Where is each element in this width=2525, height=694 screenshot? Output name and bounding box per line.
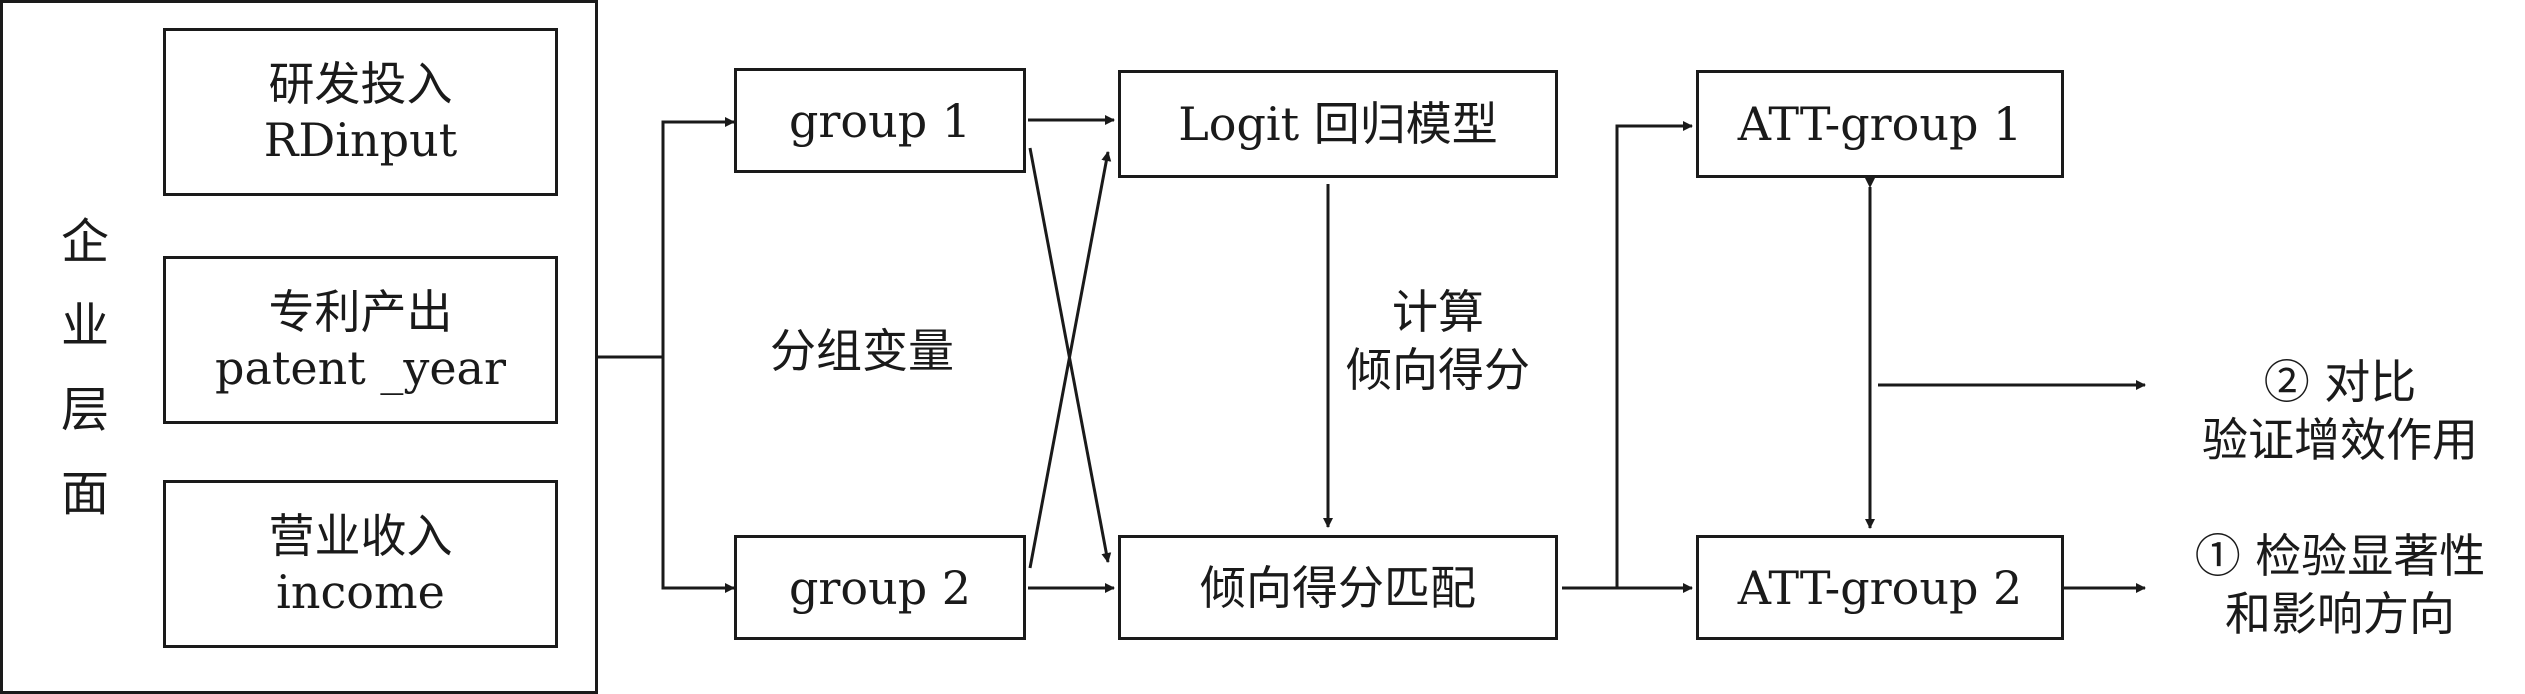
arrow-group2-logit xyxy=(1028,151,1112,569)
psm-box: 倾向得分匹配 xyxy=(1118,535,1558,640)
grouping-variable-label: 分组变量 xyxy=(770,324,954,378)
input-label-en: income xyxy=(276,565,445,619)
connector-split-group2 xyxy=(661,357,735,593)
att-group2-box: ATT-group 2 xyxy=(1696,535,2064,640)
input-box-patent: 专利产出 patent _year xyxy=(163,256,558,424)
connector-enterprise-split xyxy=(598,117,735,359)
group2-box: group 2 xyxy=(734,535,1026,640)
test-result-label: ① 检验显著性 和影响方向 xyxy=(2194,529,2486,641)
att-group1-box: ATT-group 1 xyxy=(1696,70,2064,178)
input-label-en: RDinput xyxy=(263,113,458,167)
group1-box: group 1 xyxy=(734,68,1026,173)
input-label-en: patent _year xyxy=(215,341,506,395)
input-box-rdinput: 研发投入 RDinput xyxy=(163,28,558,196)
enterprise-level-label: 企 业 层 面 xyxy=(60,214,109,522)
input-label-cn: 专利产出 xyxy=(268,285,453,339)
logit-model-box: Logit 回归模型 xyxy=(1118,70,1558,178)
input-label-cn: 研发投入 xyxy=(268,57,453,111)
compute-propensity-label: 计算 倾向得分 xyxy=(1346,285,1530,397)
input-label-cn: 营业收入 xyxy=(268,509,453,563)
input-box-income: 营业收入 income xyxy=(163,480,558,648)
compare-result-label: ② 对比 验证增效作用 xyxy=(2202,355,2478,467)
connector-psm-att1 xyxy=(1562,121,1693,590)
